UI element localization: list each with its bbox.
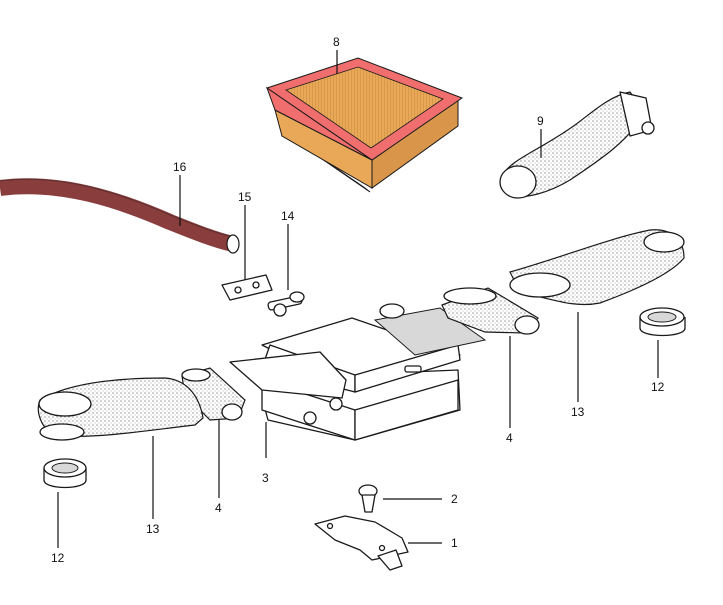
bracket [221,274,273,301]
callout-2: 2 [451,492,458,506]
callout-9: 9 [537,114,544,128]
callout-15: 15 [238,190,252,204]
callout-4-right: 4 [506,431,513,445]
sleeve-right [441,287,540,335]
callout-3: 3 [262,471,269,485]
intake-duct [499,91,655,199]
callout-13-right: 13 [571,405,585,419]
clip [358,484,378,513]
callout-12-right: 12 [651,380,665,394]
grommet-left [43,458,87,489]
leader-lines [57,50,659,548]
duct-right [509,229,685,306]
callout-12-left: 12 [51,551,65,565]
grommet-right [639,307,686,337]
callout-16: 16 [173,160,187,174]
callouts: 8 9 16 15 14 3 4 4 13 12 13 12 2 1 [51,35,665,565]
callout-1: 1 [451,536,458,550]
air-filter-element [265,57,464,193]
support-bracket [314,515,409,571]
bolt [267,291,305,317]
callout-4-left: 4 [215,501,222,515]
air-cleaner-housing [229,303,487,441]
duct-left [37,377,204,441]
callout-14: 14 [281,209,295,223]
callout-8: 8 [333,35,340,49]
callout-13-left: 13 [146,522,160,536]
breather-hose [0,178,240,254]
